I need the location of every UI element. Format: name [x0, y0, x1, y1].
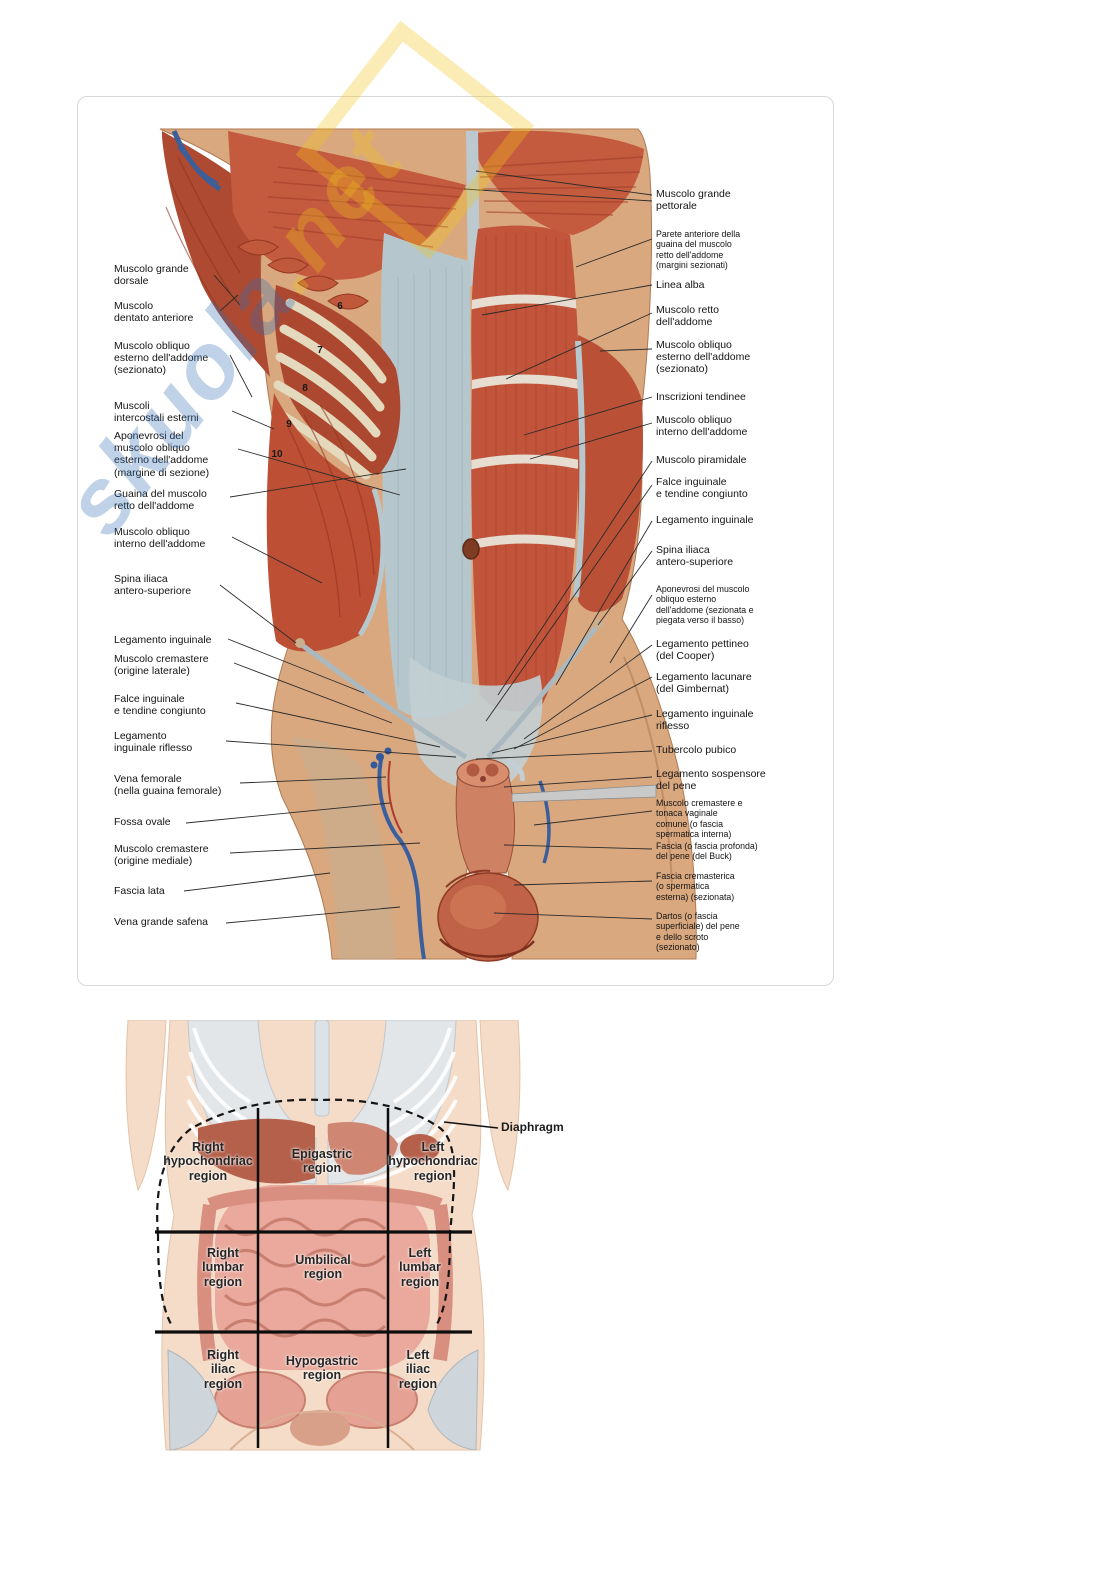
anatomy-label: Tubercolo pubico	[656, 744, 737, 756]
rib-number-6: 6	[337, 301, 343, 312]
anatomy-label: Muscolo obliquo esterno dell'addome (sez…	[656, 339, 751, 376]
anatomy-label: Vena femorale (nella guaina femorale)	[114, 773, 222, 798]
diaphragm-leader-line	[443, 1121, 499, 1129]
anatomy-label: Muscolo obliquo interno dell'addome	[114, 526, 206, 551]
anatomy-label: Linea alba	[656, 279, 705, 291]
anatomy-label: Muscolo obliquo esterno dell'addome (sez…	[114, 340, 209, 377]
rib-number-8: 8	[302, 383, 308, 394]
anatomy-label: Legamento sospensore del pene	[656, 768, 766, 793]
anatomy-label: Spina iliaca antero-superiore	[656, 544, 734, 569]
body-silhouette	[125, 1020, 521, 1451]
anatomy-label: Fascia (o fascia profonda) del pene (del…	[656, 841, 758, 862]
anatomy-label: Muscolo dentato anteriore	[114, 300, 194, 325]
leader-lines	[183, 170, 653, 924]
region-label: Left iliac region	[398, 1348, 438, 1391]
anatomy-label: Parete anteriore della guaina del muscol…	[656, 229, 741, 271]
region-grid	[155, 1108, 472, 1448]
rib-number-7: 7	[317, 345, 323, 356]
anatomy-label: Fossa ovale	[114, 816, 171, 828]
anatomy-label: Guaina del muscolo retto dell'addome	[114, 488, 207, 513]
regions-illustration	[125, 1020, 521, 1451]
rib-number-10: 10	[271, 449, 283, 460]
anatomy-label: Muscolo grande dorsale	[114, 263, 189, 288]
anatomy-label: Muscolo cremastere (origine laterale)	[114, 653, 209, 678]
anatomy-label: Dartos (o fascia superficiale) del pene …	[656, 911, 740, 953]
anatomy-label: Muscoli intercostali esterni	[114, 400, 199, 425]
anatomy-label: Legamento pettineo (del Cooper)	[656, 638, 749, 663]
anatomy-illustration: 6 7 8 9 10	[159, 128, 697, 962]
region-label: Right lumbar region	[202, 1246, 244, 1289]
region-label: Left hypochondriac region	[388, 1140, 478, 1183]
dashed-outline	[156, 1098, 456, 1327]
rib-numbers: 6 7 8 9 10	[271, 301, 343, 460]
region-label: Left lumbar region	[399, 1246, 441, 1289]
region-label: Epigastric region	[291, 1147, 353, 1176]
abdominal-regions-figure: Right hypochondriac region Epigastric re…	[110, 1020, 580, 1460]
anatomy-label: Legamento inguinale	[656, 514, 754, 526]
anatomy-label: Fascia lata	[114, 885, 165, 897]
anatomy-label: Fascia cremasterica (o spermatica estern…	[656, 871, 735, 902]
anatomy-label: Inscrizioni tendinee	[656, 391, 746, 403]
anatomy-label: Legamento inguinale riflesso	[114, 730, 193, 755]
anatomy-label: Falce inguinale e tendine congiunto	[114, 693, 206, 718]
anatomy-label: Muscolo cremastere e tonaca vaginale com…	[656, 798, 743, 840]
anatomy-label: Legamento lacunare (del Gimbernat)	[656, 671, 752, 696]
region-label: Right iliac region	[203, 1348, 243, 1391]
anatomy-label: Spina iliaca antero-superiore	[114, 573, 192, 598]
region-label: Umbilical region	[295, 1253, 351, 1282]
anatomy-label: Falce inguinale e tendine congiunto	[656, 476, 748, 501]
anatomy-figure-frame: 6 7 8 9 10 Muscolo grande dorsale Muscol…	[77, 96, 834, 986]
anatomy-label: Legamento inguinale	[114, 634, 212, 646]
anatomy-label: Muscolo piramidale	[656, 454, 747, 466]
anatomy-label: Legamento inguinale riflesso	[656, 708, 754, 733]
rib-number-9: 9	[286, 419, 292, 430]
region-label: Hypogastric region	[285, 1354, 359, 1383]
anatomy-label: Aponevrosi del muscolo obliquo esterno d…	[656, 584, 754, 626]
diaphragm-label: Diaphragm	[501, 1120, 564, 1134]
torso-illustration	[159, 128, 697, 962]
anatomy-label: Muscolo obliquo interno dell'addome	[656, 414, 748, 439]
anatomy-label: Vena grande safena	[114, 916, 208, 928]
anatomy-label: Muscolo cremastere (origine mediale)	[114, 843, 209, 868]
anatomy-label: Aponevrosi del muscolo obliquo esterno d…	[114, 430, 210, 479]
anatomy-label: Muscolo grande pettorale	[656, 188, 731, 213]
anatomy-label: Muscolo retto dell'addome	[656, 304, 720, 329]
region-label: Right hypochondriac region	[163, 1140, 253, 1183]
